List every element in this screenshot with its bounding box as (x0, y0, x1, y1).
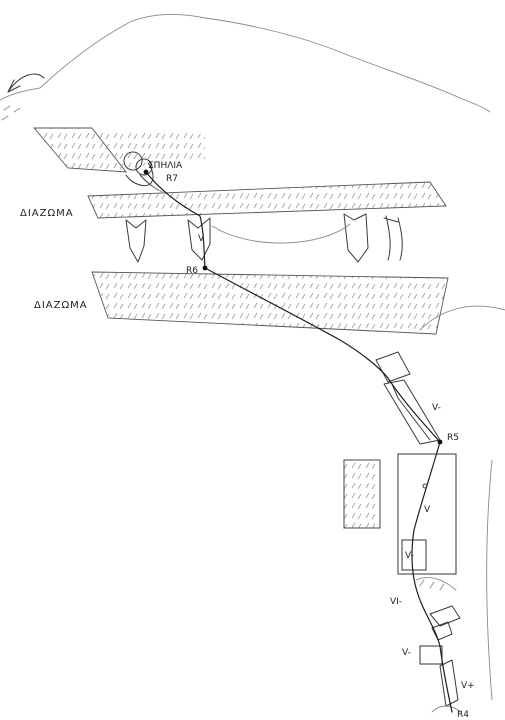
mid-slab-3 (391, 383, 431, 441)
small-block-lower (419, 645, 443, 665)
belay-point-r5 (437, 439, 443, 445)
grade-label-4: V- (405, 551, 414, 561)
arch-line (211, 223, 351, 244)
grade-label-5: VI- (390, 597, 402, 607)
arrow-head (7, 79, 21, 93)
hatched-block (343, 459, 381, 529)
ledge-label-lower: ΔΙΑΖΩΜΑ (34, 300, 88, 311)
belay-point-r7 (143, 169, 149, 175)
grade-label-1: V (198, 234, 205, 244)
upper-slab-area (88, 128, 205, 168)
upper-ledge-band (87, 181, 447, 219)
right-hill-line (419, 305, 505, 331)
bolt-mark (422, 483, 428, 489)
approach-arrow (7, 73, 45, 93)
right-faint-line (486, 459, 493, 701)
bottom-slab (439, 659, 459, 707)
cave-feature (123, 151, 163, 193)
ridge-left-slope (0, 87, 41, 101)
small-slab-1 (429, 605, 461, 627)
left-slope-ticks (1, 105, 21, 121)
pillar-2 (187, 217, 211, 261)
climbing-route (145, 171, 453, 713)
belay-label-r6: R6 (186, 266, 198, 276)
pillar-4 (383, 215, 403, 261)
belay-label-r5: R5 (447, 433, 459, 443)
grade-label-2: V- (432, 403, 441, 413)
pillar-1 (125, 219, 147, 263)
mid-slab-1 (375, 351, 411, 383)
belay-label-r7: R7 (166, 174, 178, 184)
small-block-upper (401, 539, 427, 571)
mountain-ridge-line (39, 14, 491, 113)
pillar-3 (343, 213, 369, 263)
belay-label-r4: R4 (457, 710, 469, 720)
grade-label-3: V (424, 505, 431, 515)
upper-slab (33, 127, 127, 173)
belay-point-r6 (202, 265, 208, 271)
bottom-ground (431, 705, 461, 713)
cave-label: ΣΠΗΛΙΑ (148, 161, 183, 171)
grade-label-6: V- (402, 648, 411, 658)
grade-label-7: V+ (461, 681, 475, 691)
ground-curve (415, 577, 457, 591)
ground-ticks (419, 579, 445, 591)
ledge-label-upper: ΔΙΑΖΩΜΑ (20, 208, 74, 219)
